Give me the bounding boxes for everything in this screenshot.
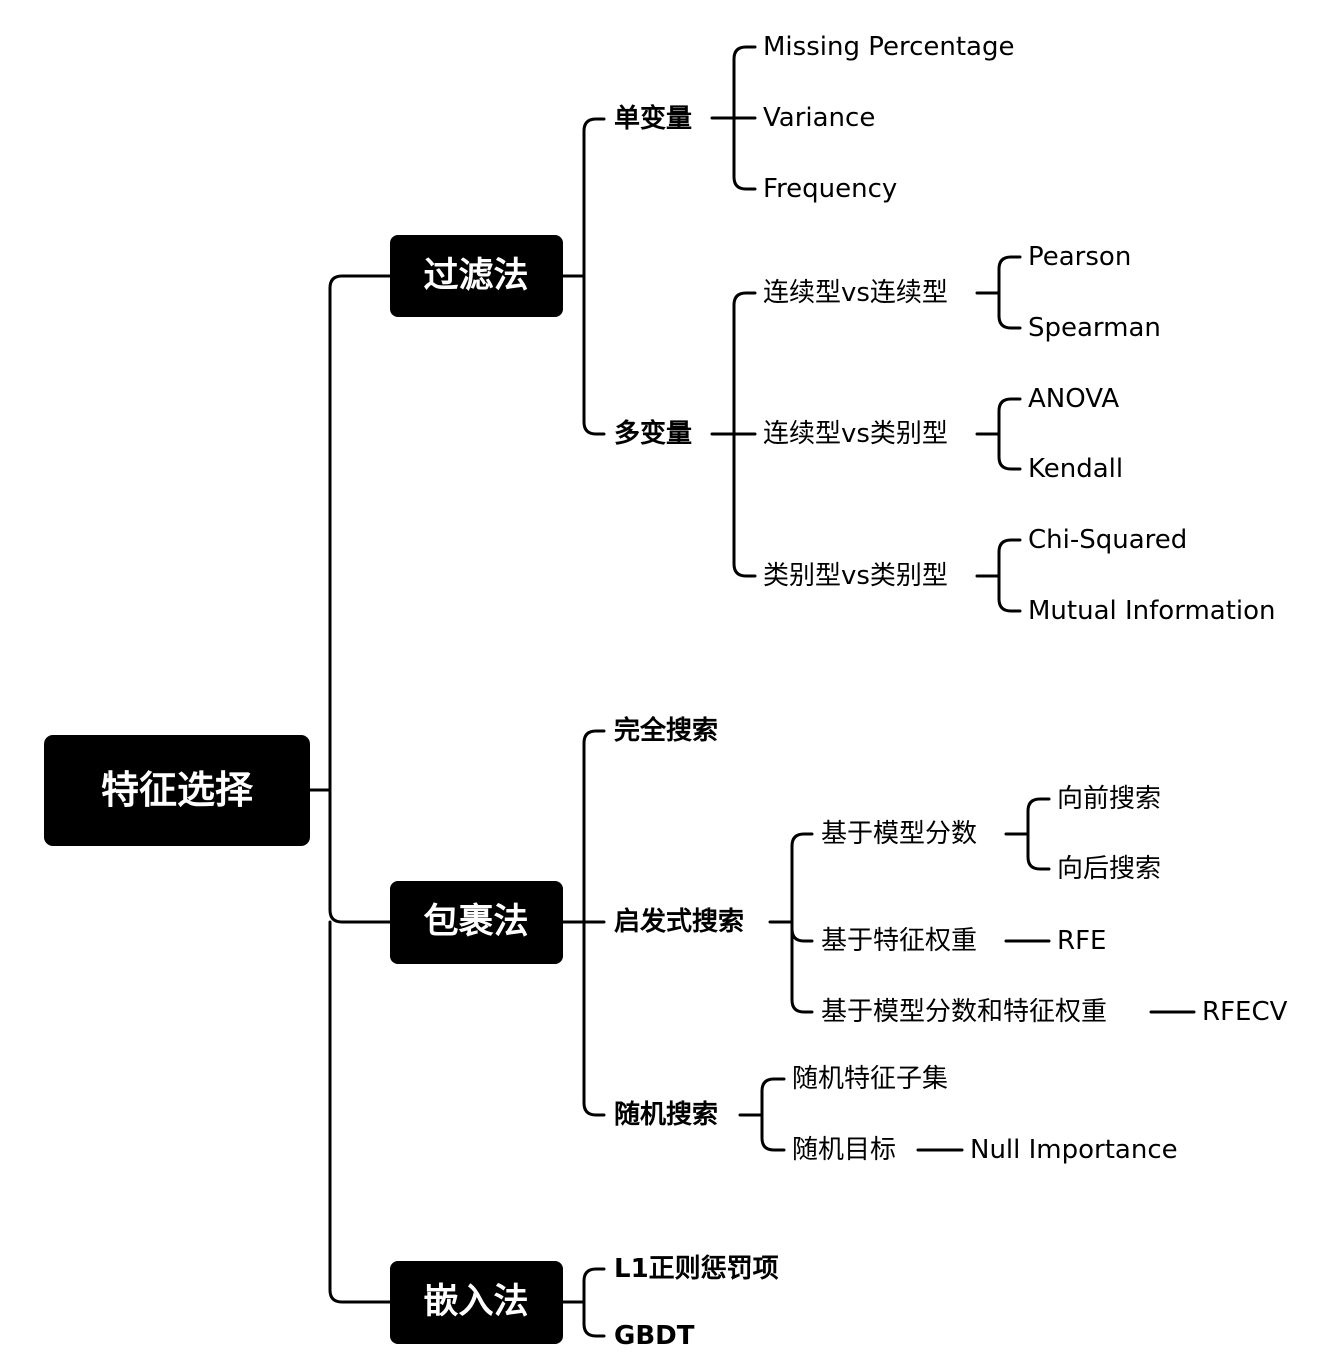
chi-squared-label: Chi-Squared [1028,525,1187,555]
frequency-label: Frequency [763,174,897,204]
filter-node-label: 过滤法 [423,256,528,296]
exhaustive-search-label: 完全搜索 [614,715,718,746]
model-score-feature-weight-label: 基于模型分数和特征权重 [821,997,1107,1027]
connectors [308,45,1196,1338]
embedded-node: 嵌入法 [390,1261,563,1344]
edge-filter-multivariate [582,274,606,436]
variance-label: Variance [763,103,875,133]
kendall-label: Kendall [1028,454,1123,484]
filter-node-box [390,235,563,317]
edge-cc-pearson [997,255,1022,330]
embedded-node-label: 嵌入法 [423,1282,528,1322]
null-importance-label: Null Importance [970,1135,1178,1165]
edge-embedded-children [582,1267,606,1338]
edge-root-embedded [328,920,392,1304]
missing-percentage-label: Missing Percentage [763,32,1014,62]
edge-wrapper-exhaustive [582,729,606,924]
rfecv-label: RFECV [1202,997,1288,1027]
edge-heuristic-featureweight [790,927,814,943]
edge-dd-chi [997,538,1022,613]
wrapper-node-box [390,881,563,964]
edge-cd-anova [997,397,1022,471]
edge-root-wrapper [328,788,392,924]
edge-heuristic-modelscore [790,832,814,1014]
rfe-label: RFE [1057,926,1106,956]
random-target-label: 随机目标 [792,1135,896,1165]
random-feature-subset-label: 随机特征子集 [792,1064,948,1094]
spearman-label: Spearman [1028,313,1161,343]
edge-multivariate-dd [732,432,757,578]
edge-filter-univariate [582,117,606,278]
edge-root-filter [328,274,392,792]
l1-penalty-label: L1正则惩罚项 [614,1254,779,1284]
continuous-continuous-label: 连续型vs连续型 [763,278,948,308]
wrapper-node-label: 包裹法 [423,902,528,942]
root-node: 特征选择 [44,735,310,846]
wrapper-node: 包裹法 [390,881,563,964]
continuous-discrete-label: 连续型vs类别型 [763,419,948,449]
multivariate-label: 多变量 [614,418,692,449]
backward-search-label: 向后搜索 [1057,854,1161,884]
forward-search-label: 向前搜索 [1057,784,1161,814]
random-search-label: 随机搜索 [614,1099,718,1130]
anova-label: ANOVA [1028,384,1119,414]
edge-random-children [760,1077,786,1152]
univariate-label: 单变量 [614,103,692,134]
model-score-label: 基于模型分数 [821,819,977,849]
heuristic-search-label: 启发式搜索 [614,906,744,937]
edge-modelscore-children [1026,797,1051,871]
filter-node: 过滤法 [390,235,563,317]
embedded-node-box [390,1261,563,1344]
edge-wrapper-random [582,920,606,1117]
edge-univariate-missing [732,45,757,120]
edge-multivariate-cc [732,291,757,436]
mutual-information-label: Mutual Information [1028,596,1276,626]
pearson-label: Pearson [1028,242,1131,272]
root-node-label: 特征选择 [101,768,254,812]
feature-weight-label: 基于特征权重 [821,926,977,956]
gbdt-label: GBDT [614,1321,695,1351]
edge-univariate-frequency [732,116,757,191]
root-node-box [44,735,310,846]
discrete-discrete-label: 类别型vs类别型 [763,561,948,591]
